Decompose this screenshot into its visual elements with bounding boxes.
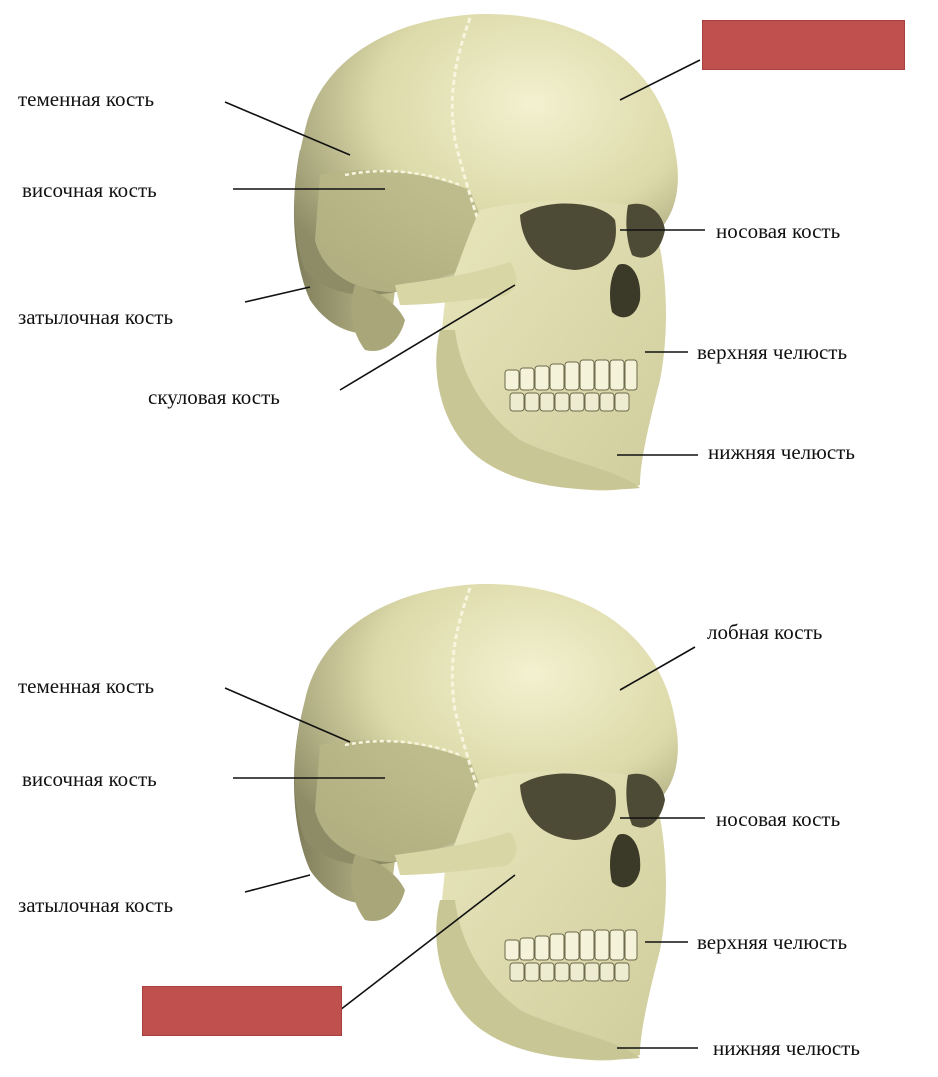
- label-zygomatic: скуловая кость: [148, 385, 280, 409]
- label-nasal: носовая кость: [716, 807, 840, 831]
- label-temporal: височная кость: [22, 178, 157, 202]
- label-parietal: теменная кость: [18, 87, 154, 111]
- label-mandible: нижняя челюсть: [708, 440, 855, 464]
- leader-occipital: [245, 287, 310, 302]
- label-parietal: теменная кость: [18, 674, 154, 698]
- label-frontal: лобная кость: [707, 620, 822, 644]
- answer-box-zygomatic[interactable]: [142, 986, 342, 1036]
- label-occipital: затылочная кость: [18, 893, 173, 917]
- answer-box-frontal[interactable]: [702, 20, 905, 70]
- label-maxilla: верхняя челюсть: [697, 340, 847, 364]
- label-maxilla: верхняя челюсть: [697, 930, 847, 954]
- label-occipital: затылочная кость: [18, 305, 173, 329]
- label-temporal: височная кость: [22, 767, 157, 791]
- label-nasal: носовая кость: [716, 219, 840, 243]
- leader-occipital: [245, 875, 310, 892]
- label-mandible: нижняя челюсть: [713, 1036, 860, 1060]
- skull-diagram-bottom: теменная кость височная кость затылочная…: [0, 570, 938, 1077]
- skull-diagram-top: теменная кость височная кость затылочная…: [0, 0, 938, 520]
